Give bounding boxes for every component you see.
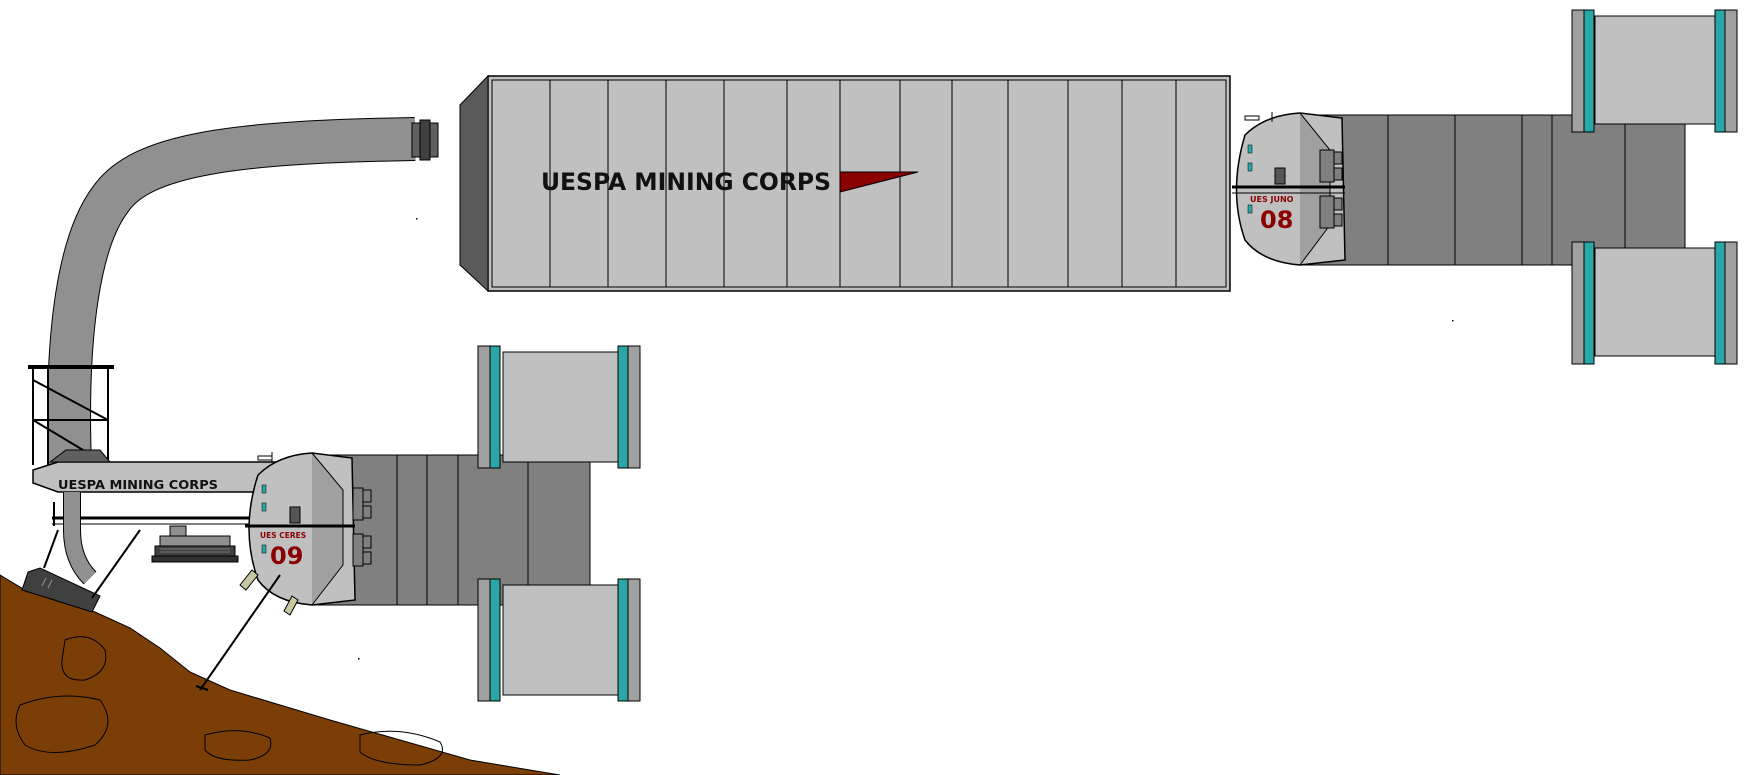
banner-small-text: UESPA MINING CORPS — [58, 477, 218, 492]
ship-upper-name: UES JUNO — [1250, 195, 1294, 204]
transfer-hose — [47, 117, 439, 466]
specks — [358, 218, 1454, 660]
ship-lower-number: 09 — [270, 542, 303, 570]
nacelle-lower-bottom — [477, 578, 641, 702]
banner-large-text: UESPA MINING CORPS — [541, 168, 831, 196]
nacelle-upper-bottom — [1571, 241, 1738, 365]
ship-upper-number: 08 — [1260, 206, 1293, 234]
ship-upper: UESPA MINING CORPS — [459, 9, 1738, 365]
nacelle-lower-top — [477, 345, 641, 469]
nacelle-upper-top — [1571, 9, 1738, 133]
ship-lower-name: UES CERES — [260, 531, 306, 540]
ship-lower: UESPA MINING CORPS UES CERES 09 — [21, 345, 641, 702]
